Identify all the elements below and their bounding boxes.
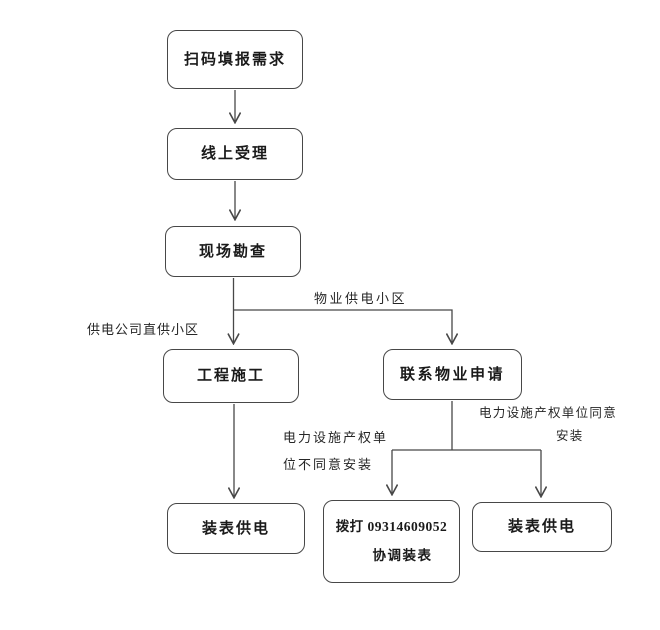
node-call-hotline-line2: 协调装表 [372,547,433,563]
edge-label-property-supply-community: 物业供电小区 [314,291,407,307]
node-site-survey: 现场勘查 [165,226,301,277]
node-call-hotline-line1: 拨打 09314609052 [335,519,448,535]
node-install-meter-supply-left-label: 装表供电 [201,520,270,537]
node-install-meter-supply-right-label: 装表供电 [507,519,576,535]
node-contact-property-apply: 联系物业申请 [383,349,522,400]
node-scan-code-request: 扫码填报需求 [167,30,303,89]
edge-label-owner-disagrees-line1: 电力设施产权单 [283,430,389,445]
node-online-acceptance-label: 线上受理 [200,146,269,162]
edge-label-property-supply-text: 物业供电小区 [314,291,408,306]
edge-label-owner-agrees-line2: 安装 [556,429,584,443]
node-engineering-construction: 工程施工 [163,349,299,403]
edge-label-owner-disagrees-line2: 位不同意安装 [283,456,374,472]
edge-label-owner-disagrees-install: 电力设施产权单 位不同意安装 [283,430,388,472]
node-install-meter-supply-right: 装表供电 [472,502,612,552]
node-engineering-construction-label: 工程施工 [196,368,265,384]
edge-label-owner-agrees-line1: 电力设施产权单位同意 [479,406,618,420]
node-site-survey-label: 现场勘查 [198,243,267,260]
node-scan-code-request-label: 扫码填报需求 [183,51,286,68]
node-contact-property-apply-label: 联系物业申请 [399,366,505,383]
node-install-meter-supply-left: 装表供电 [167,503,305,554]
edge-label-direct-supply-text: 供电公司直供小区 [87,322,200,337]
edge-label-owner-agrees-install: 电力设施产权单位同意 安装 [479,406,617,444]
node-call-hotline-coordinate: 拨打 09314609052 协调装表 [323,500,460,583]
node-online-acceptance: 线上受理 [167,128,303,180]
edge-label-direct-supply-community: 供电公司直供小区 [87,322,199,338]
